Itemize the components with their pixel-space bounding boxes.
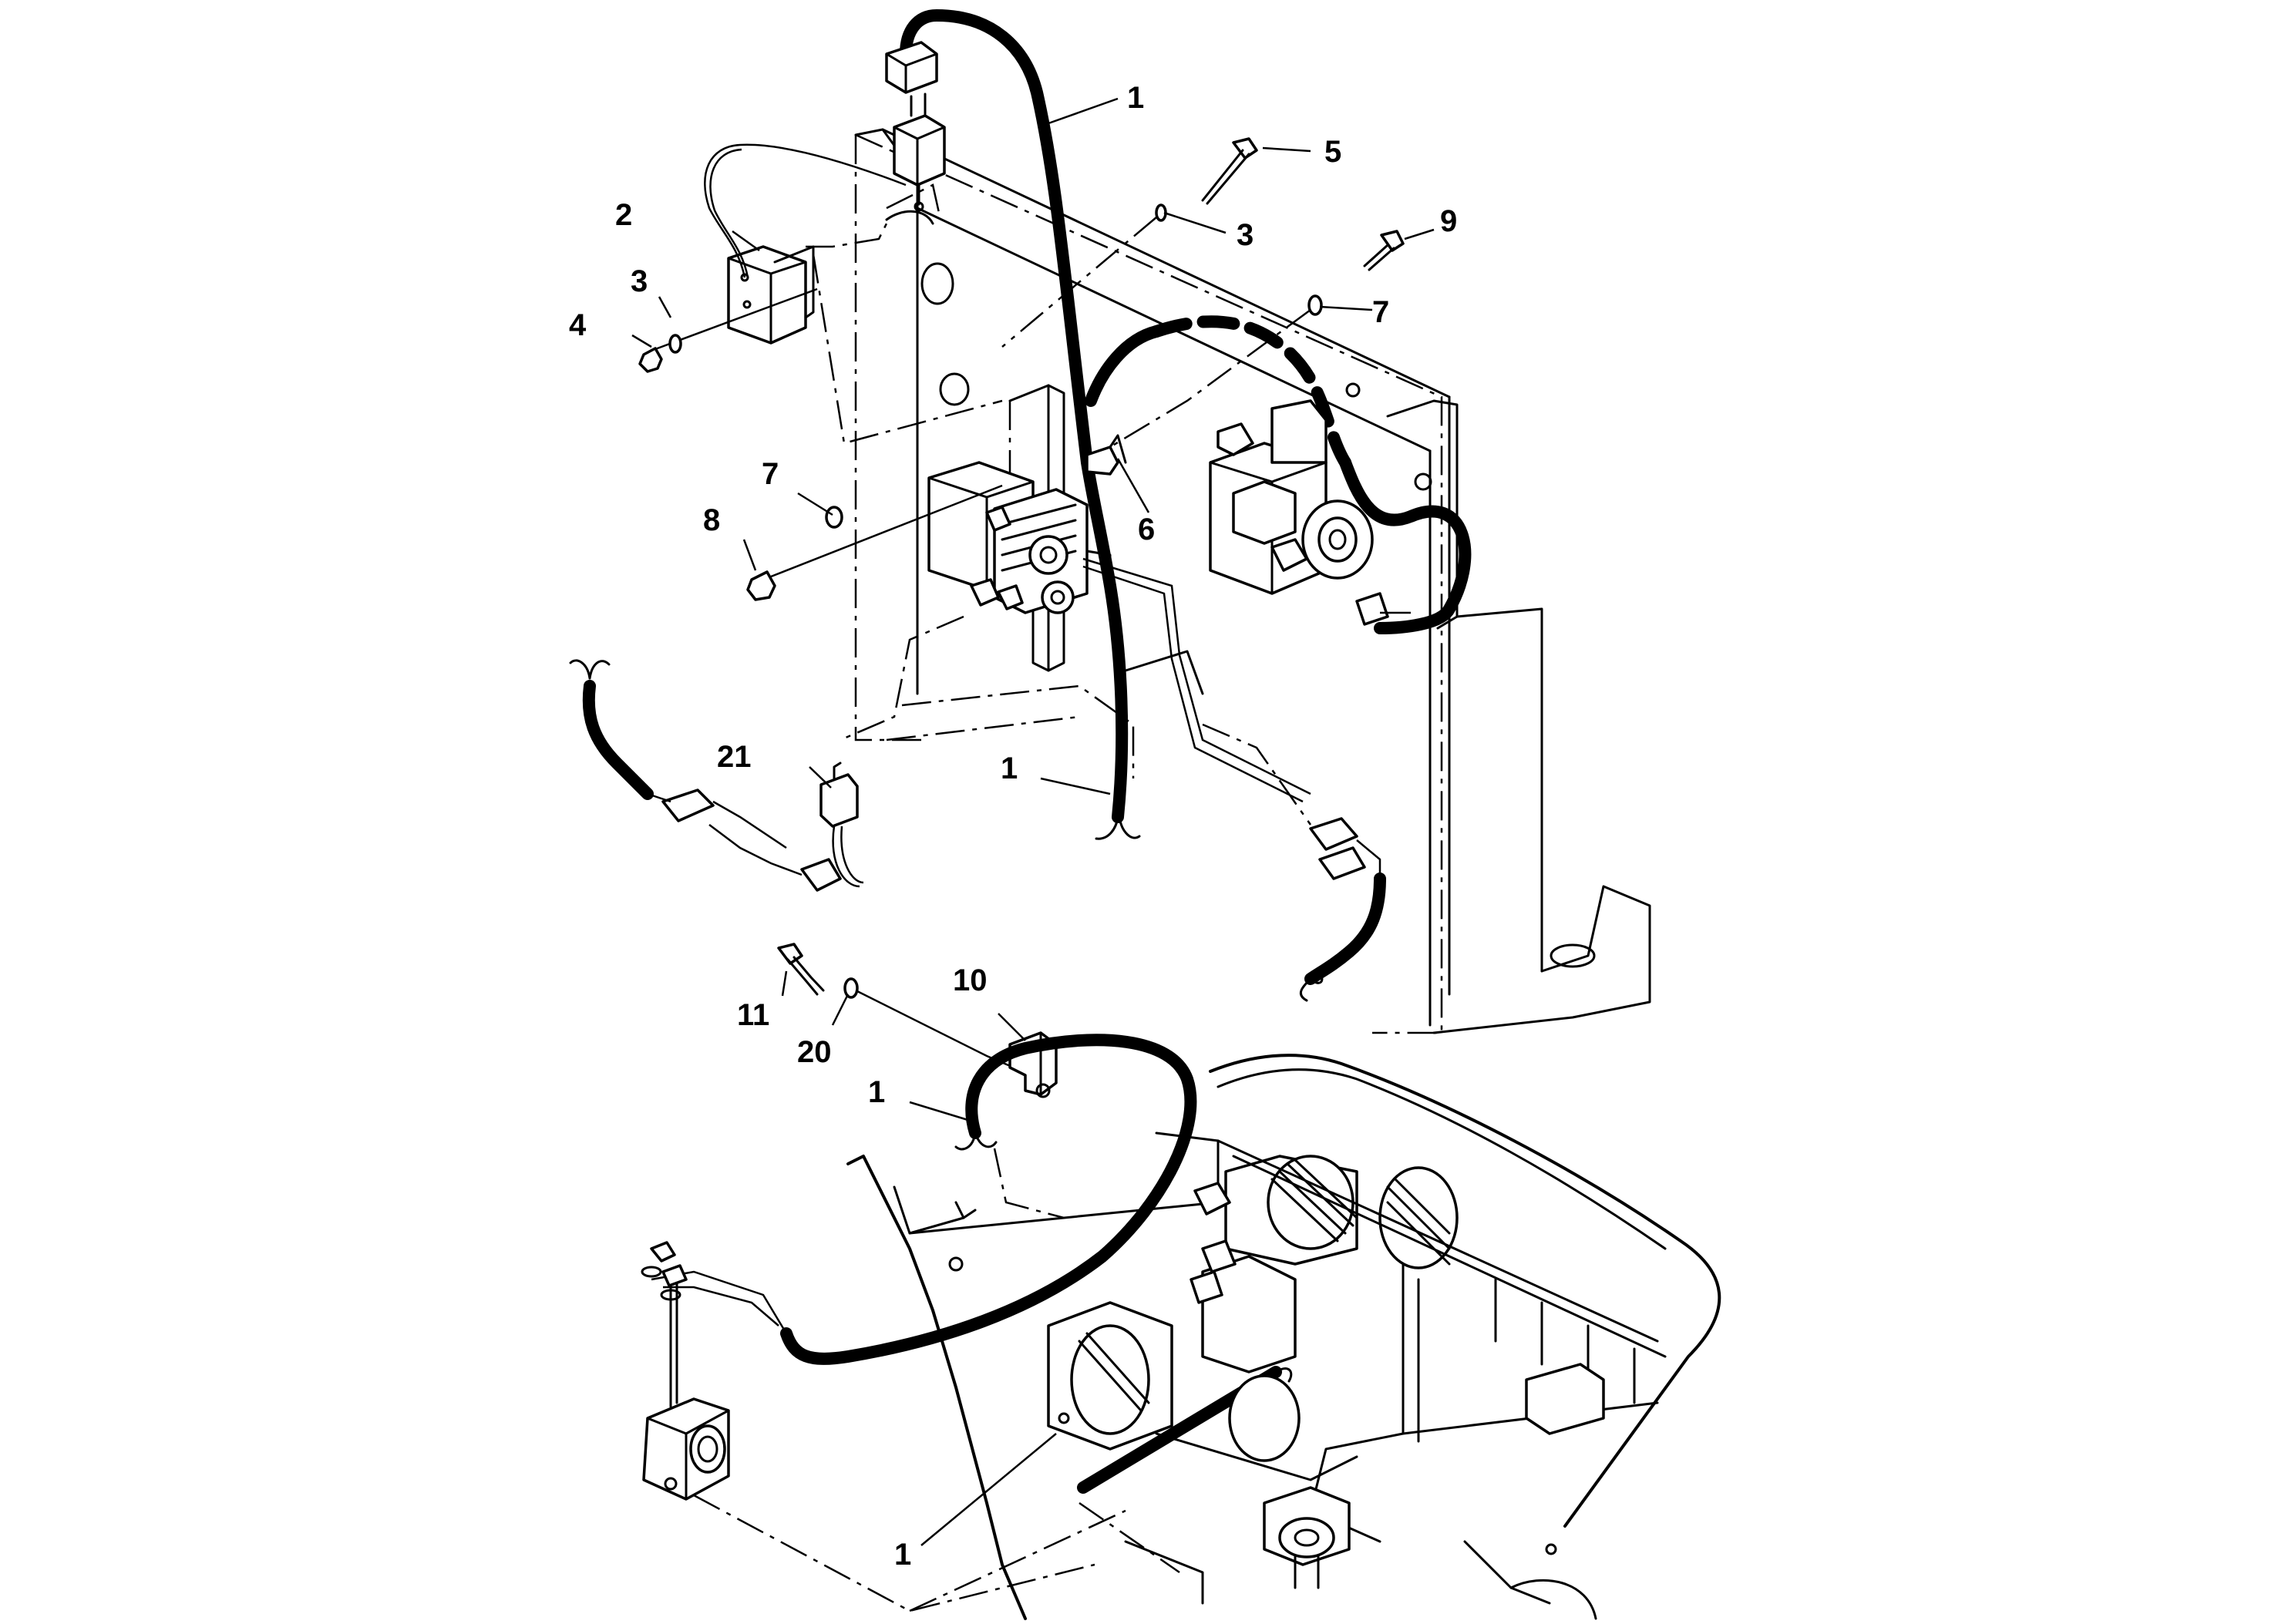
callout-3-upper: 3 (1237, 218, 1254, 252)
callout-7-right: 7 (1372, 295, 1389, 329)
mast-frame (854, 128, 1651, 1034)
callout-20: 20 (797, 1035, 832, 1069)
solenoid-coil-center (840, 461, 1311, 803)
callout-11: 11 (737, 998, 769, 1032)
callout-2: 2 (615, 198, 632, 232)
solenoid-valve-right (1209, 399, 1411, 626)
wire-harness-dashed (1085, 315, 1472, 634)
clip-6 (1085, 434, 1150, 513)
nut-and-washer-left (638, 287, 818, 373)
wire-harness-lower (651, 1034, 1293, 1494)
callout-9: 9 (1440, 204, 1457, 238)
lower-hidden-lines (693, 1148, 1180, 1612)
callout-1-bottom: 1 (894, 1538, 911, 1572)
callout-8: 8 (703, 503, 720, 537)
callout-7-left: 7 (762, 457, 779, 491)
bolt-5-assembly (1001, 137, 1311, 348)
callout-1-top: 1 (1127, 81, 1144, 115)
wire-harness-right (1202, 723, 1386, 1002)
callout-6: 6 (1138, 513, 1155, 546)
bolt-9-assembly (1109, 228, 1435, 449)
callout-3-left: 3 (631, 264, 648, 298)
nut-8-washer-7 (746, 484, 1003, 601)
callout-10: 10 (953, 963, 988, 997)
callout-5: 5 (1324, 135, 1341, 169)
leader-lines (631, 97, 1119, 1546)
callout-21: 21 (717, 740, 752, 774)
pressure-switch-21 (708, 762, 864, 892)
callout-1-lower: 1 (868, 1075, 885, 1109)
wire-harness-upper (885, 9, 1141, 840)
callout-4: 4 (569, 308, 587, 342)
lower-chassis (846, 1054, 1721, 1620)
callout-1-middle: 1 (1001, 751, 1018, 785)
wire-harness-left (569, 659, 787, 849)
relay-module (704, 143, 1003, 445)
callout-labels: 1 5 3 9 2 3 4 7 7 8 6 21 1 10 11 20 1 1 (569, 81, 1457, 1572)
horn-assembly (641, 1241, 730, 1501)
